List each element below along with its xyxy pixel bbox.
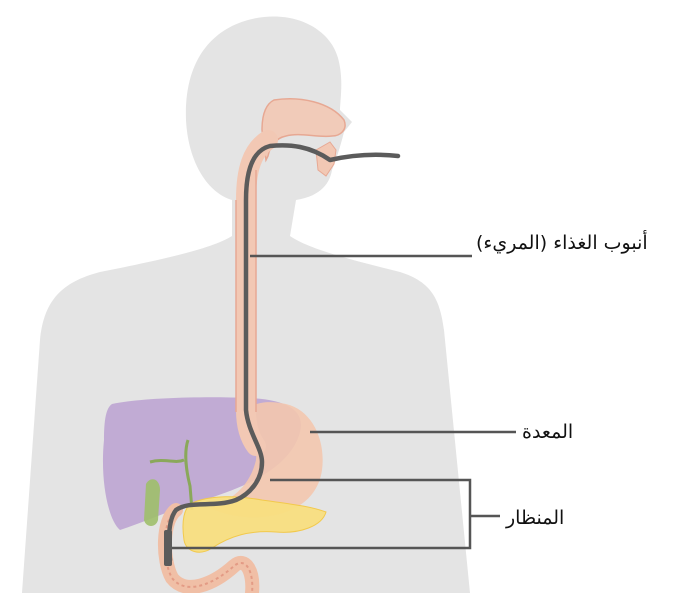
label-esophagus: أنبوب الغذاء (المريء) (476, 232, 648, 254)
gallbladder (144, 479, 160, 526)
label-endoscope: المنظار (506, 507, 564, 529)
label-stomach: المعدة (522, 421, 573, 443)
endoscope-tip (164, 530, 172, 566)
